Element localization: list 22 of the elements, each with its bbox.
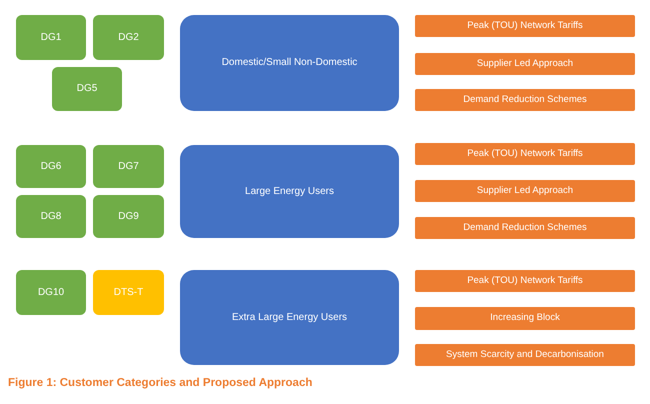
category-box: DTS-T (93, 270, 164, 315)
approach-box: Demand Reduction Schemes (415, 217, 635, 239)
customer-group-box: Large Energy Users (180, 145, 399, 238)
category-box: DG8 (16, 195, 86, 238)
category-box: DG10 (16, 270, 86, 315)
approach-box: Supplier Led Approach (415, 180, 635, 202)
approach-box: System Scarcity and Decarbonisation (415, 344, 635, 366)
customer-group-box: Extra Large Energy Users (180, 270, 399, 365)
approach-box: Demand Reduction Schemes (415, 89, 635, 111)
category-box: DG7 (93, 145, 164, 188)
category-box: DG6 (16, 145, 86, 188)
category-box: DG5 (52, 67, 122, 111)
approach-box: Increasing Block (415, 307, 635, 330)
category-box: DG2 (93, 15, 164, 60)
approach-box: Peak (TOU) Network Tariffs (415, 15, 635, 37)
approach-box: Peak (TOU) Network Tariffs (415, 270, 635, 292)
category-box: DG9 (93, 195, 164, 238)
approach-box: Supplier Led Approach (415, 53, 635, 75)
approach-box: Peak (TOU) Network Tariffs (415, 143, 635, 165)
customer-group-box: Domestic/Small Non-Domestic (180, 15, 399, 111)
figure-caption: Figure 1: Customer Categories and Proposed Approach (8, 377, 312, 389)
category-box: DG1 (16, 15, 86, 60)
